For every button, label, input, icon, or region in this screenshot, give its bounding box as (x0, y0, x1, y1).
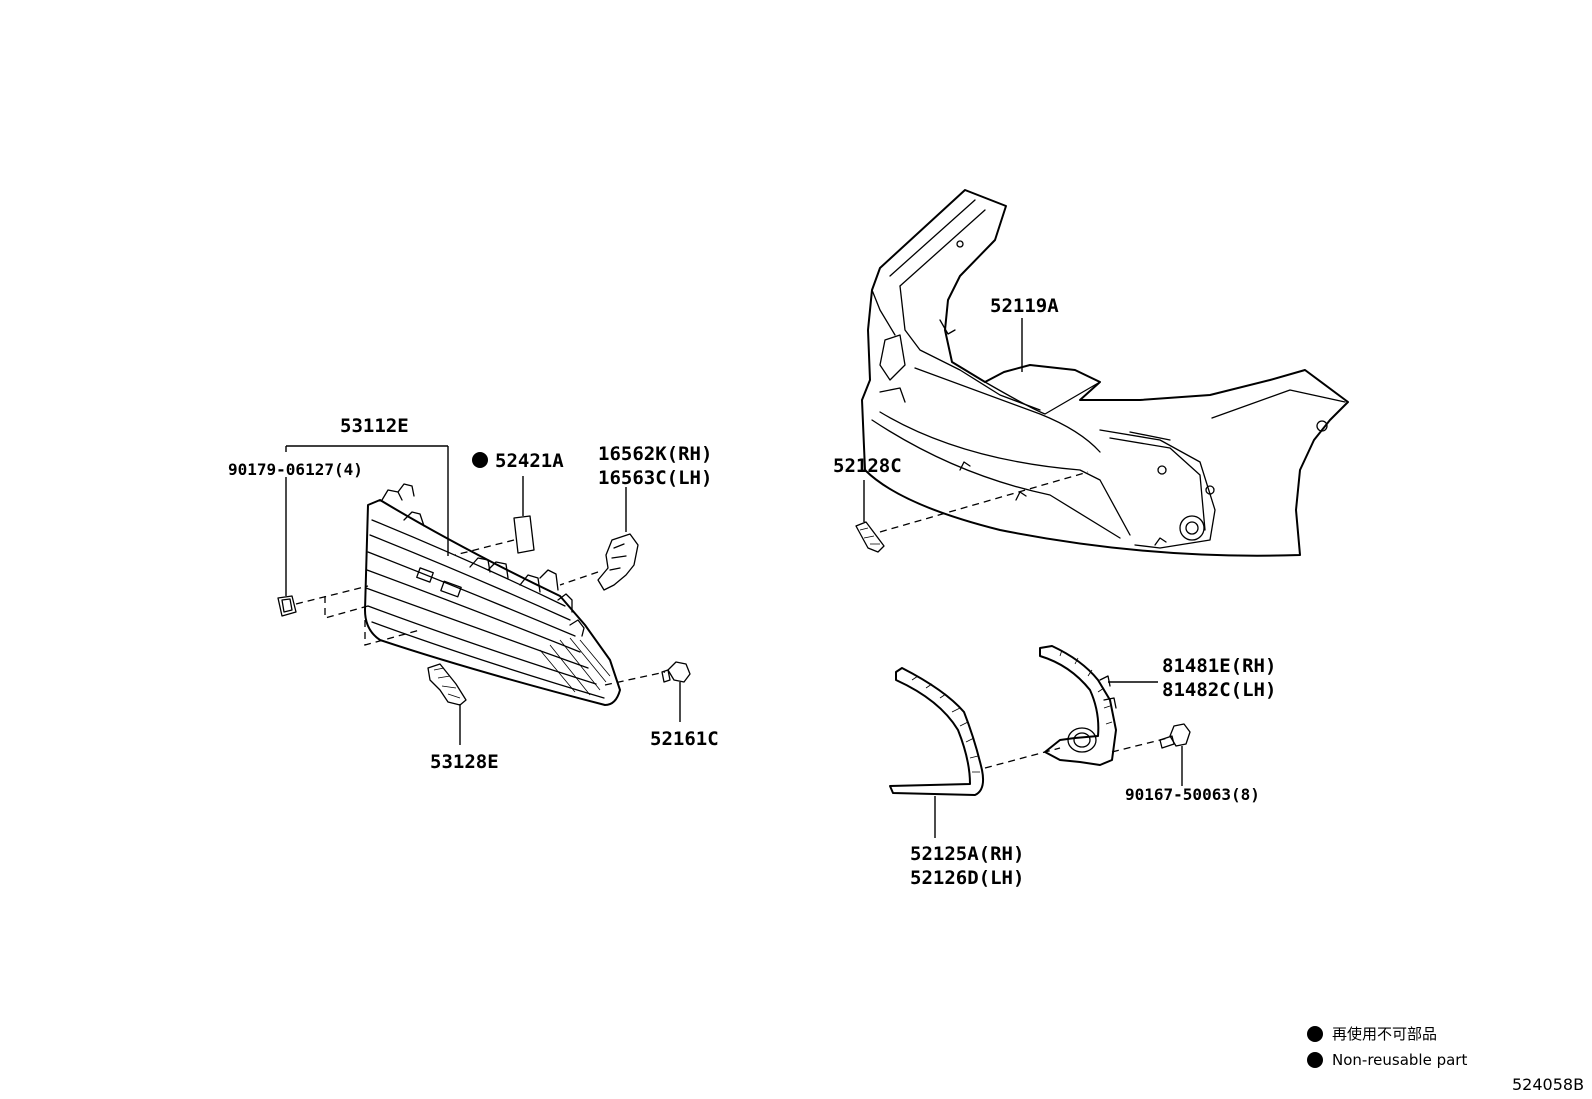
label-52126D[interactable]: 52126D(LH) (910, 867, 1024, 889)
label-90167-50063[interactable]: 90167-50063(8) (1125, 785, 1260, 804)
grille-dashed-guides (295, 585, 421, 646)
bracket-16562K-drawing (559, 487, 639, 591)
bumper-cover-drawing (861, 189, 1349, 557)
legend-bullet-icon (1307, 1052, 1323, 1068)
legend-jp-text: 再使用不可部品 (1332, 1025, 1437, 1043)
label-81482C[interactable]: 81482C(LH) (1162, 679, 1276, 701)
non-reusable-bullet-icon (472, 452, 488, 468)
fog-cover-81481E-drawing (984, 645, 1169, 769)
clip-90179-drawing (277, 477, 297, 617)
screw-90167-drawing (1159, 723, 1191, 786)
legend: 再使用不可部品 Non-reusable part (1307, 1025, 1467, 1069)
label-16562K[interactable]: 16562K(RH) (598, 443, 712, 465)
diagram-code: 524058B (1512, 1075, 1584, 1094)
label-52421A[interactable]: 52421A (495, 450, 564, 472)
clip-52161C-drawing (604, 661, 691, 722)
label-16563C[interactable]: 16563C(LH) (598, 467, 712, 489)
label-52161C[interactable]: 52161C (650, 728, 719, 750)
label-53128E[interactable]: 53128E (430, 751, 499, 773)
pad-52421A-drawing (454, 476, 535, 556)
legend-bullet-icon (1307, 1026, 1323, 1042)
bracket-52128C-drawing (855, 480, 885, 553)
leader-53112E (285, 445, 449, 556)
label-53112E[interactable]: 53112E (340, 415, 409, 437)
legend-en-text: Non-reusable part (1332, 1051, 1467, 1069)
label-52125A[interactable]: 52125A(RH) (910, 843, 1024, 865)
label-52119A[interactable]: 52119A (990, 295, 1059, 317)
label-81481E[interactable]: 81481E(RH) (1162, 655, 1276, 677)
label-90179-06127[interactable]: 90179-06127(4) (228, 460, 363, 479)
radiator-grille-drawing (364, 483, 621, 706)
bracket-53128E-drawing (427, 663, 467, 745)
label-52128C[interactable]: 52128C (833, 455, 902, 477)
fog-bezel-52125A-drawing (889, 667, 985, 838)
